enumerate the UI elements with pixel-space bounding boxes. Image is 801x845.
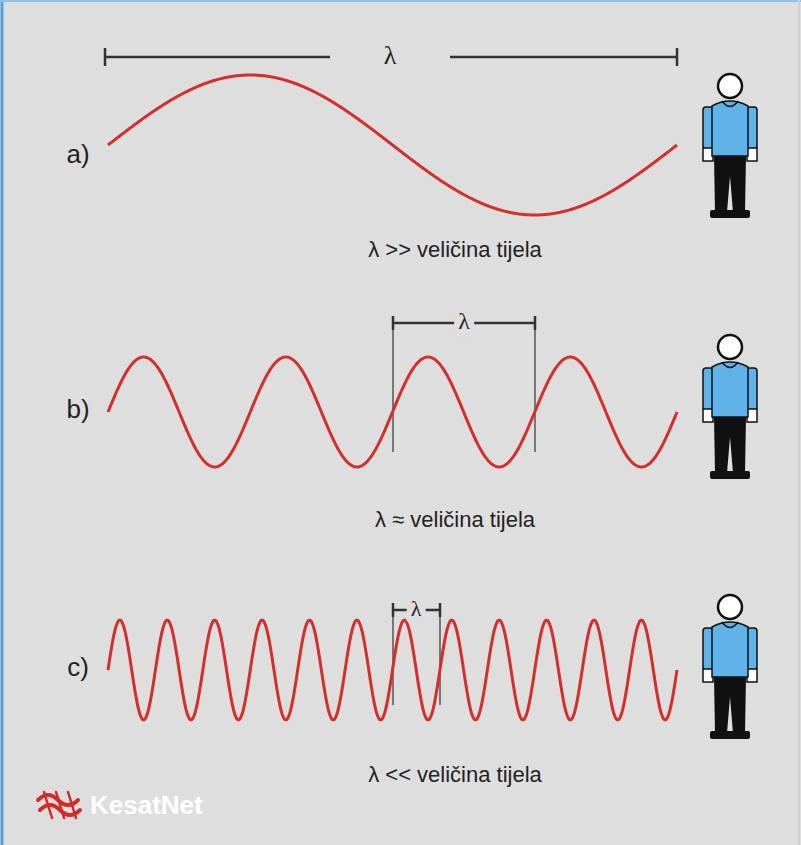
wave-curve — [108, 75, 677, 215]
logo-mark — [38, 792, 80, 818]
person-figure — [703, 595, 757, 739]
wavelength-symbol: λ — [407, 596, 426, 621]
comparison-note: λ >> veličina tijela — [368, 237, 542, 262]
row-label: b) — [66, 395, 89, 425]
frame-border — [0, 0, 801, 2]
wavelength-symbol: λ — [454, 308, 474, 336]
person-figure — [703, 335, 757, 479]
wavelength-bracket — [393, 316, 535, 452]
row-label: c) — [67, 653, 89, 683]
comparison-note: λ ≈ veličina tijela — [375, 507, 535, 532]
wave-curve — [108, 620, 677, 720]
wavelength-symbol: λ — [380, 41, 401, 71]
comparison-note: λ << veličina tijela — [368, 762, 542, 787]
frame-border — [798, 0, 800, 845]
person-figure — [703, 74, 757, 218]
row-label: a) — [66, 140, 89, 170]
watermark: KesatNet — [90, 791, 203, 821]
wave-curve — [108, 357, 677, 467]
frame-border — [1, 0, 4, 845]
